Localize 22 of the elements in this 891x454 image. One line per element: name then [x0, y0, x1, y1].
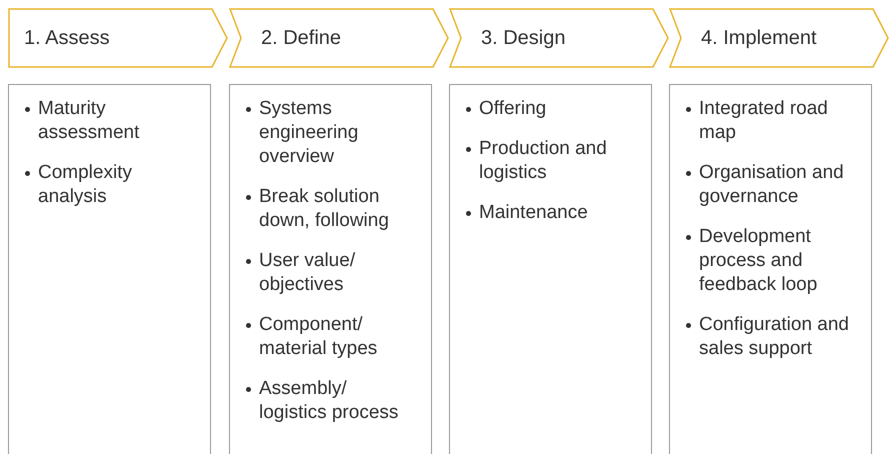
bullet-text: Organisation and governance — [699, 161, 845, 209]
bullet-text: Configuration and sales support — [699, 313, 850, 361]
content-panel — [229, 84, 432, 454]
bullet-text: Development process and feedback loop — [699, 225, 818, 297]
step-title: 4. Implement — [701, 26, 817, 50]
bullet-text: Maintenance — [479, 201, 588, 225]
bullet-text: Maturity assessment — [38, 97, 140, 145]
bullet-text: Integrated road map — [699, 97, 829, 145]
bullet-text: Component/ material types — [259, 313, 378, 361]
bullet-text: Production and logistics — [479, 137, 608, 185]
bullet-text: User value/ objectives — [259, 249, 356, 297]
bullet-text: Break solution down, following — [259, 185, 390, 233]
step-title: 3. Design — [481, 26, 566, 50]
content-panel — [8, 84, 211, 454]
bullet-text: Systems engineering overview — [259, 97, 360, 169]
content-panel — [669, 84, 872, 454]
bullet-text: Offering — [479, 97, 546, 121]
step-title: 2. Define — [261, 26, 342, 50]
step-title: 1. Assess — [24, 26, 110, 50]
bullet-text: Complexity analysis — [38, 161, 133, 209]
content-panel — [449, 84, 652, 454]
bullet-text: Assembly/ logistics process — [259, 377, 400, 425]
